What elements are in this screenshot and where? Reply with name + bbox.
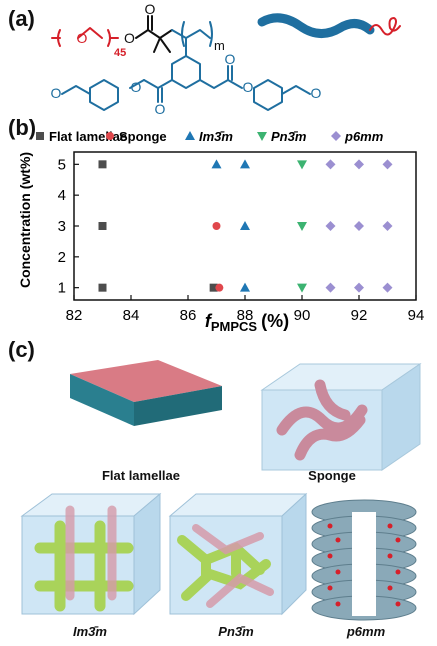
svg-text:O: O [311, 85, 322, 101]
legend-label: p6mm [344, 129, 384, 144]
legend-label: Sponge [119, 129, 167, 144]
data-point-diamond [354, 221, 364, 231]
central-ring [171, 55, 201, 89]
y-tick-label: 5 [58, 156, 66, 173]
svg-text:O: O [131, 79, 142, 95]
rod-cartoon [257, 13, 375, 38]
y-axis-label: Concentration (wt%) [17, 152, 33, 288]
svg-text:O: O [155, 101, 166, 117]
legend-label: Pn3̄m [271, 129, 307, 144]
caption-pn3m: Pn3̄m [218, 624, 254, 639]
sponge-illustration [260, 363, 422, 471]
svg-text:O: O [225, 51, 236, 67]
y-tick-label: 3 [58, 218, 66, 235]
svg-text:O: O [124, 30, 135, 46]
data-point-triangle-up [240, 221, 250, 230]
panel-label-a: (a) [8, 6, 35, 31]
coil-cartoon [369, 17, 401, 36]
x-tick-label: 82 [66, 307, 83, 324]
svg-text:O: O [243, 79, 254, 95]
data-point-triangle-up [240, 282, 250, 292]
data-point-circle [215, 283, 224, 292]
data-point-square [98, 160, 107, 169]
x-tick-label: 88 [237, 307, 254, 324]
data-point-diamond [382, 282, 393, 293]
repeat-n: 45 [114, 47, 126, 59]
legend-marker-circle [106, 132, 114, 140]
caption-p6mm: p6mm [346, 624, 386, 639]
data-point-diamond [354, 159, 364, 170]
repeat-m: m [214, 38, 225, 53]
pmpcs-backbone [171, 29, 211, 39]
caption-flat-lamellae: Flat lamellae [101, 468, 181, 483]
im3m-illustration [20, 492, 162, 616]
pn3m-illustration [168, 492, 308, 616]
x-axis-label: fPMPCS(%) [205, 311, 289, 334]
data-point-square [209, 283, 218, 292]
svg-text:O: O [145, 1, 156, 17]
legend-marker-triangle-up [185, 131, 195, 140]
y-tick-label: 2 [58, 249, 66, 266]
svg-text:O: O [51, 85, 62, 101]
data-point-diamond [325, 159, 336, 170]
y-tick-label: 1 [58, 280, 66, 297]
data-point-circle [212, 222, 221, 230]
data-point-square [98, 222, 107, 230]
data-point-diamond [325, 282, 336, 293]
panel-label-c: (c) [8, 337, 35, 362]
peo-chain [77, 27, 103, 39]
data-point-triangle-up [211, 159, 222, 169]
data-point-diamond [354, 282, 364, 293]
caption-im3m: Im3̄m [73, 624, 107, 639]
data-point-triangle-down [297, 283, 307, 293]
svg-text:O: O [77, 30, 88, 46]
right-phenyl-ring [253, 79, 283, 111]
legend-marker-square [36, 132, 44, 140]
p6mm-illustration [311, 499, 417, 621]
data-point-square [98, 283, 107, 292]
x-tick-label: 86 [180, 307, 197, 324]
ester-backbone [135, 29, 173, 39]
legend-marker-triangle-down [257, 132, 267, 141]
legend-label: Flat lamellae [49, 129, 127, 144]
legend-label: Im3̄m [199, 129, 233, 144]
data-point-diamond [382, 159, 393, 170]
data-point-diamond [325, 221, 336, 231]
x-tick-label: 92 [351, 307, 368, 324]
x-tick-label: 94 [408, 307, 425, 324]
data-point-triangle-down [297, 160, 307, 170]
flat-lamellae-illustration [70, 360, 222, 426]
chemical-structure: O O O O O O O O O 45 m [51, 1, 401, 117]
legend-marker-diamond [331, 131, 341, 141]
panel-label-b: (b) [8, 115, 37, 140]
left-phenyl-ring [89, 79, 119, 111]
data-point-diamond [382, 221, 393, 231]
data-point-triangle-up [240, 159, 250, 169]
y-tick-label: 4 [58, 187, 66, 204]
x-tick-label: 90 [294, 307, 311, 324]
x-tick-label: 84 [123, 307, 140, 324]
data-point-triangle-down [297, 222, 307, 231]
caption-sponge: Sponge [308, 468, 356, 483]
